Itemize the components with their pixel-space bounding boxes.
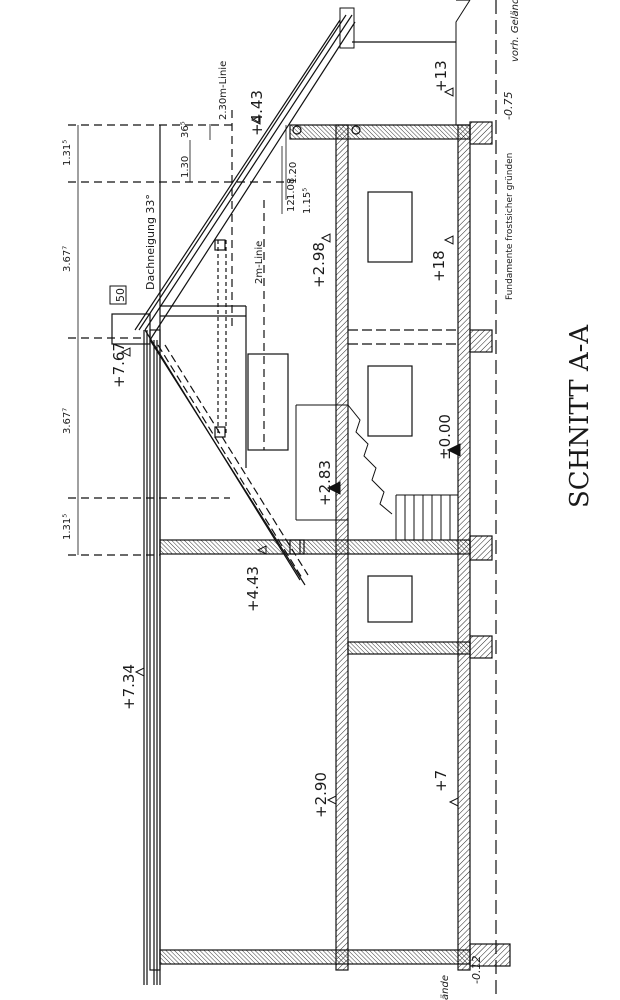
foundation xyxy=(469,329,493,353)
line-230-label: 2.30m-Linie xyxy=(218,61,229,120)
level-garage-top: +7.34 xyxy=(120,664,138,710)
level-eave-top: +4.43 xyxy=(248,90,266,136)
level-right-7: +7 xyxy=(432,770,450,792)
level-upper-floor-left: +2.83 xyxy=(316,460,334,506)
right-wall xyxy=(289,124,471,140)
dimension-h12: 12 xyxy=(286,199,297,212)
level-garage-floor: +2.90 xyxy=(312,772,330,818)
roof-pitch xyxy=(134,7,356,586)
lower-wall xyxy=(347,641,471,655)
drawing-title: SCHNITT A-A xyxy=(565,324,595,508)
window xyxy=(247,353,289,451)
level-upper-floor: +2.98 xyxy=(310,242,328,288)
roof-slab-garage xyxy=(149,329,161,971)
middle-wall xyxy=(159,539,471,555)
dimension-h365: 36⁵ xyxy=(180,121,191,138)
dimension-h120: 1.20 xyxy=(288,162,299,184)
door xyxy=(367,191,413,263)
door xyxy=(367,365,413,437)
ridge-column xyxy=(111,313,151,345)
existing-ground-label-top: vorh. Geländ xyxy=(510,0,521,62)
level-markers xyxy=(120,87,461,807)
labels: SCHNITT A-A Dachneigung 33° 50 2.30m-Lin… xyxy=(62,0,595,1000)
level-terrain-bottom: -0.12 xyxy=(470,956,483,984)
foundation xyxy=(469,943,511,967)
building-structure xyxy=(68,0,511,1000)
level-ridge: +7.67 xyxy=(110,342,128,388)
existing-ground-label-bottom: ände xyxy=(440,975,451,1000)
line-2m-label: 2m-Linie xyxy=(254,241,265,284)
dimension-h115: 1.15⁵ xyxy=(302,188,313,214)
foundation xyxy=(469,635,493,659)
foundation xyxy=(469,535,493,561)
dimension-h130: 1.30 xyxy=(180,156,191,178)
level-right-18: +18 xyxy=(430,250,448,282)
level-eave-bottom: +4.43 xyxy=(244,566,262,612)
ridge-box-label: 50 xyxy=(114,288,127,302)
dimension-d4: 1.31⁵ xyxy=(62,514,73,540)
level-ground-floor: ±0.00 xyxy=(436,414,454,460)
staircase xyxy=(295,404,458,541)
dimension-d3: 3.67⁷ xyxy=(62,408,73,434)
foundation-note: Fundamente frostsicher gründen xyxy=(505,153,515,300)
dimension-h108: 1.08 xyxy=(286,178,297,200)
dimension-d1: 1.31⁵ xyxy=(62,140,73,166)
roof-pitch-label: Dachneigung 33° xyxy=(144,194,157,290)
door xyxy=(367,575,413,623)
level-terrain-top: -0.75 xyxy=(502,92,515,120)
left-wall xyxy=(159,949,471,965)
foundation xyxy=(469,121,493,145)
level-right-13: +13 xyxy=(432,60,450,92)
dimension-d2: 3.67⁷ xyxy=(62,246,73,272)
